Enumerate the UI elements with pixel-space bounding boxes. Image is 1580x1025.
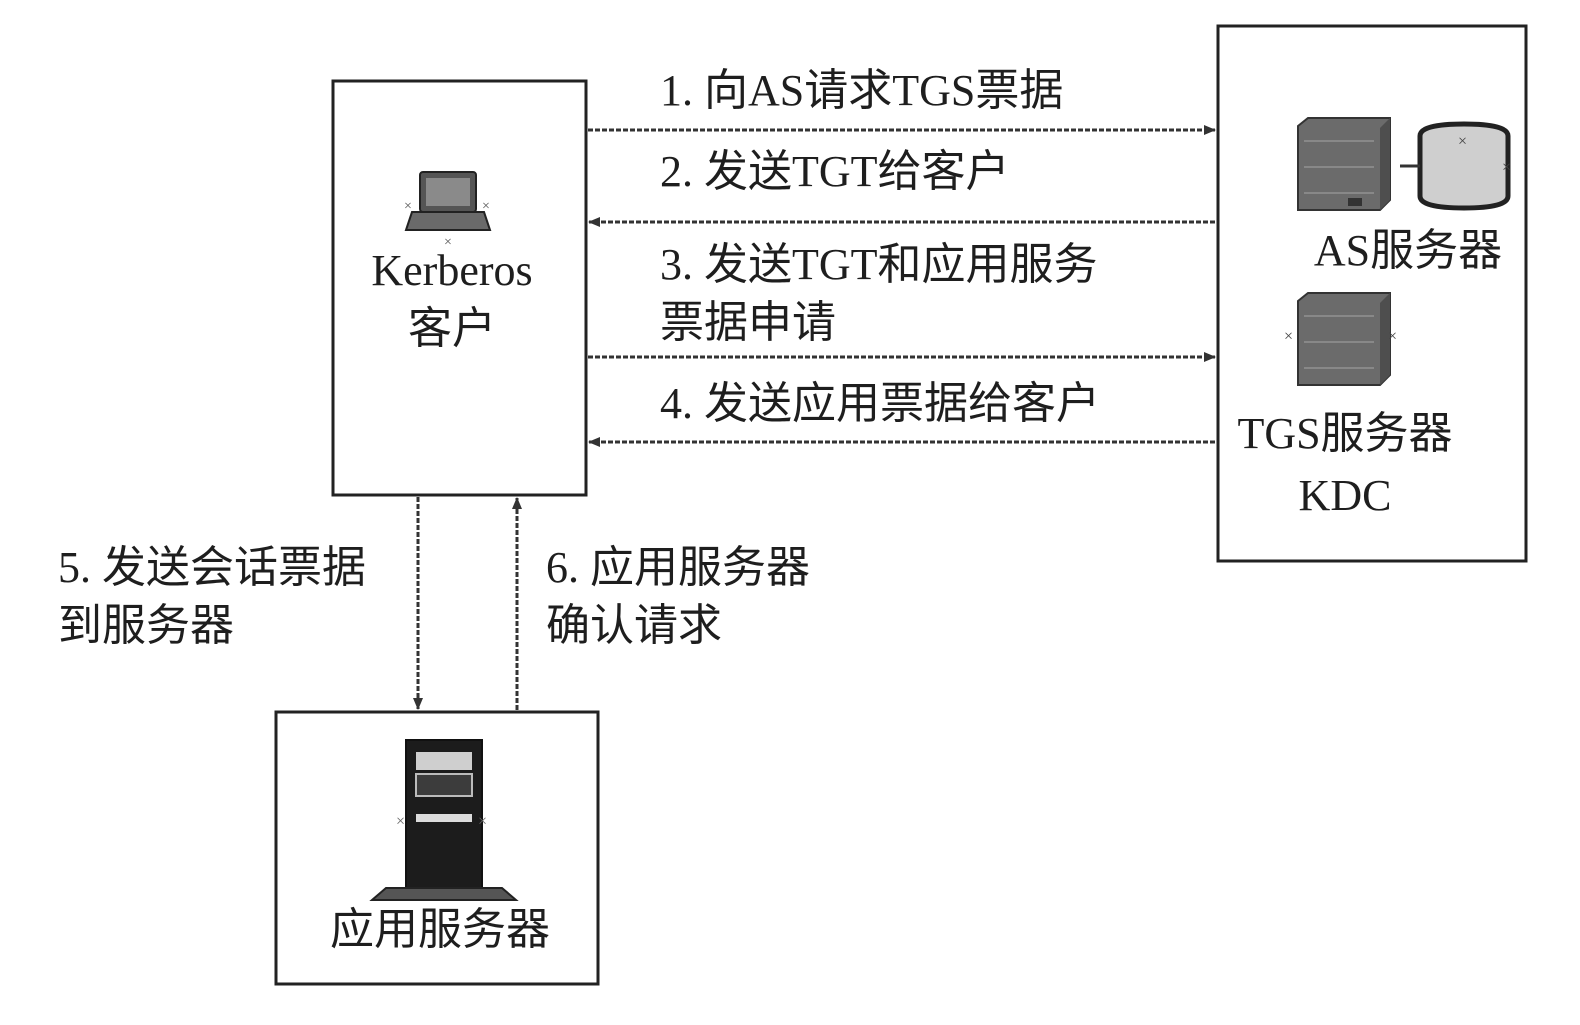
step5-label-line2: 到服务器 — [58, 601, 234, 650]
svg-text:×: × — [1502, 159, 1511, 176]
tower-server-icon: × × — [369, 739, 519, 901]
tgs-server-label: TGS服务器 — [1237, 409, 1452, 458]
svg-text:×: × — [404, 199, 412, 214]
app-server: × × 应用服务器 — [274, 710, 600, 986]
client-label-line2: 客户 — [408, 304, 496, 353]
svg-text:×: × — [478, 813, 487, 830]
app-server-label: 应用服务器 — [330, 905, 550, 954]
svg-text:×: × — [1388, 328, 1397, 345]
step3-label-line2: 票据申请 — [660, 298, 836, 347]
svg-text:×: × — [1284, 328, 1293, 345]
kdc-box — [1216, 24, 1528, 563]
database-icon: × × — [1400, 121, 1511, 211]
laptop-icon: × × × — [404, 171, 492, 250]
step5-label-line1: 5. 发送会话票据 — [58, 543, 366, 592]
as-server-icon — [1297, 117, 1391, 211]
step1-label: 1. 向AS请求TGS票据 — [660, 66, 1063, 115]
step6-label-line1: 6. 应用服务器 — [546, 543, 810, 592]
svg-text:×: × — [1458, 133, 1467, 150]
svg-text:×: × — [444, 235, 452, 250]
client-box — [331, 79, 588, 497]
svg-text:×: × — [396, 813, 405, 830]
step3-label-line1: 3. 发送TGT和应用服务 — [660, 240, 1098, 289]
svg-text:×: × — [482, 199, 490, 214]
app-server-box — [274, 710, 600, 986]
kerberos-client: × × × Kerberos 客户 — [331, 79, 588, 497]
step6-label-line2: 确认请求 — [546, 601, 722, 650]
step2-label: 2. 发送TGT给客户 — [660, 147, 1010, 196]
kdc-label: KDC — [1299, 471, 1392, 520]
client-label-line1: Kerberos — [371, 246, 532, 295]
kdc-group: × × AS服务器 × × TGS服务器 KDC — [1216, 24, 1528, 563]
step4-label: 4. 发送应用票据给客户 — [660, 379, 1100, 428]
tgs-server-icon: × × — [1284, 292, 1397, 386]
as-server-label: AS服务器 — [1314, 226, 1502, 275]
